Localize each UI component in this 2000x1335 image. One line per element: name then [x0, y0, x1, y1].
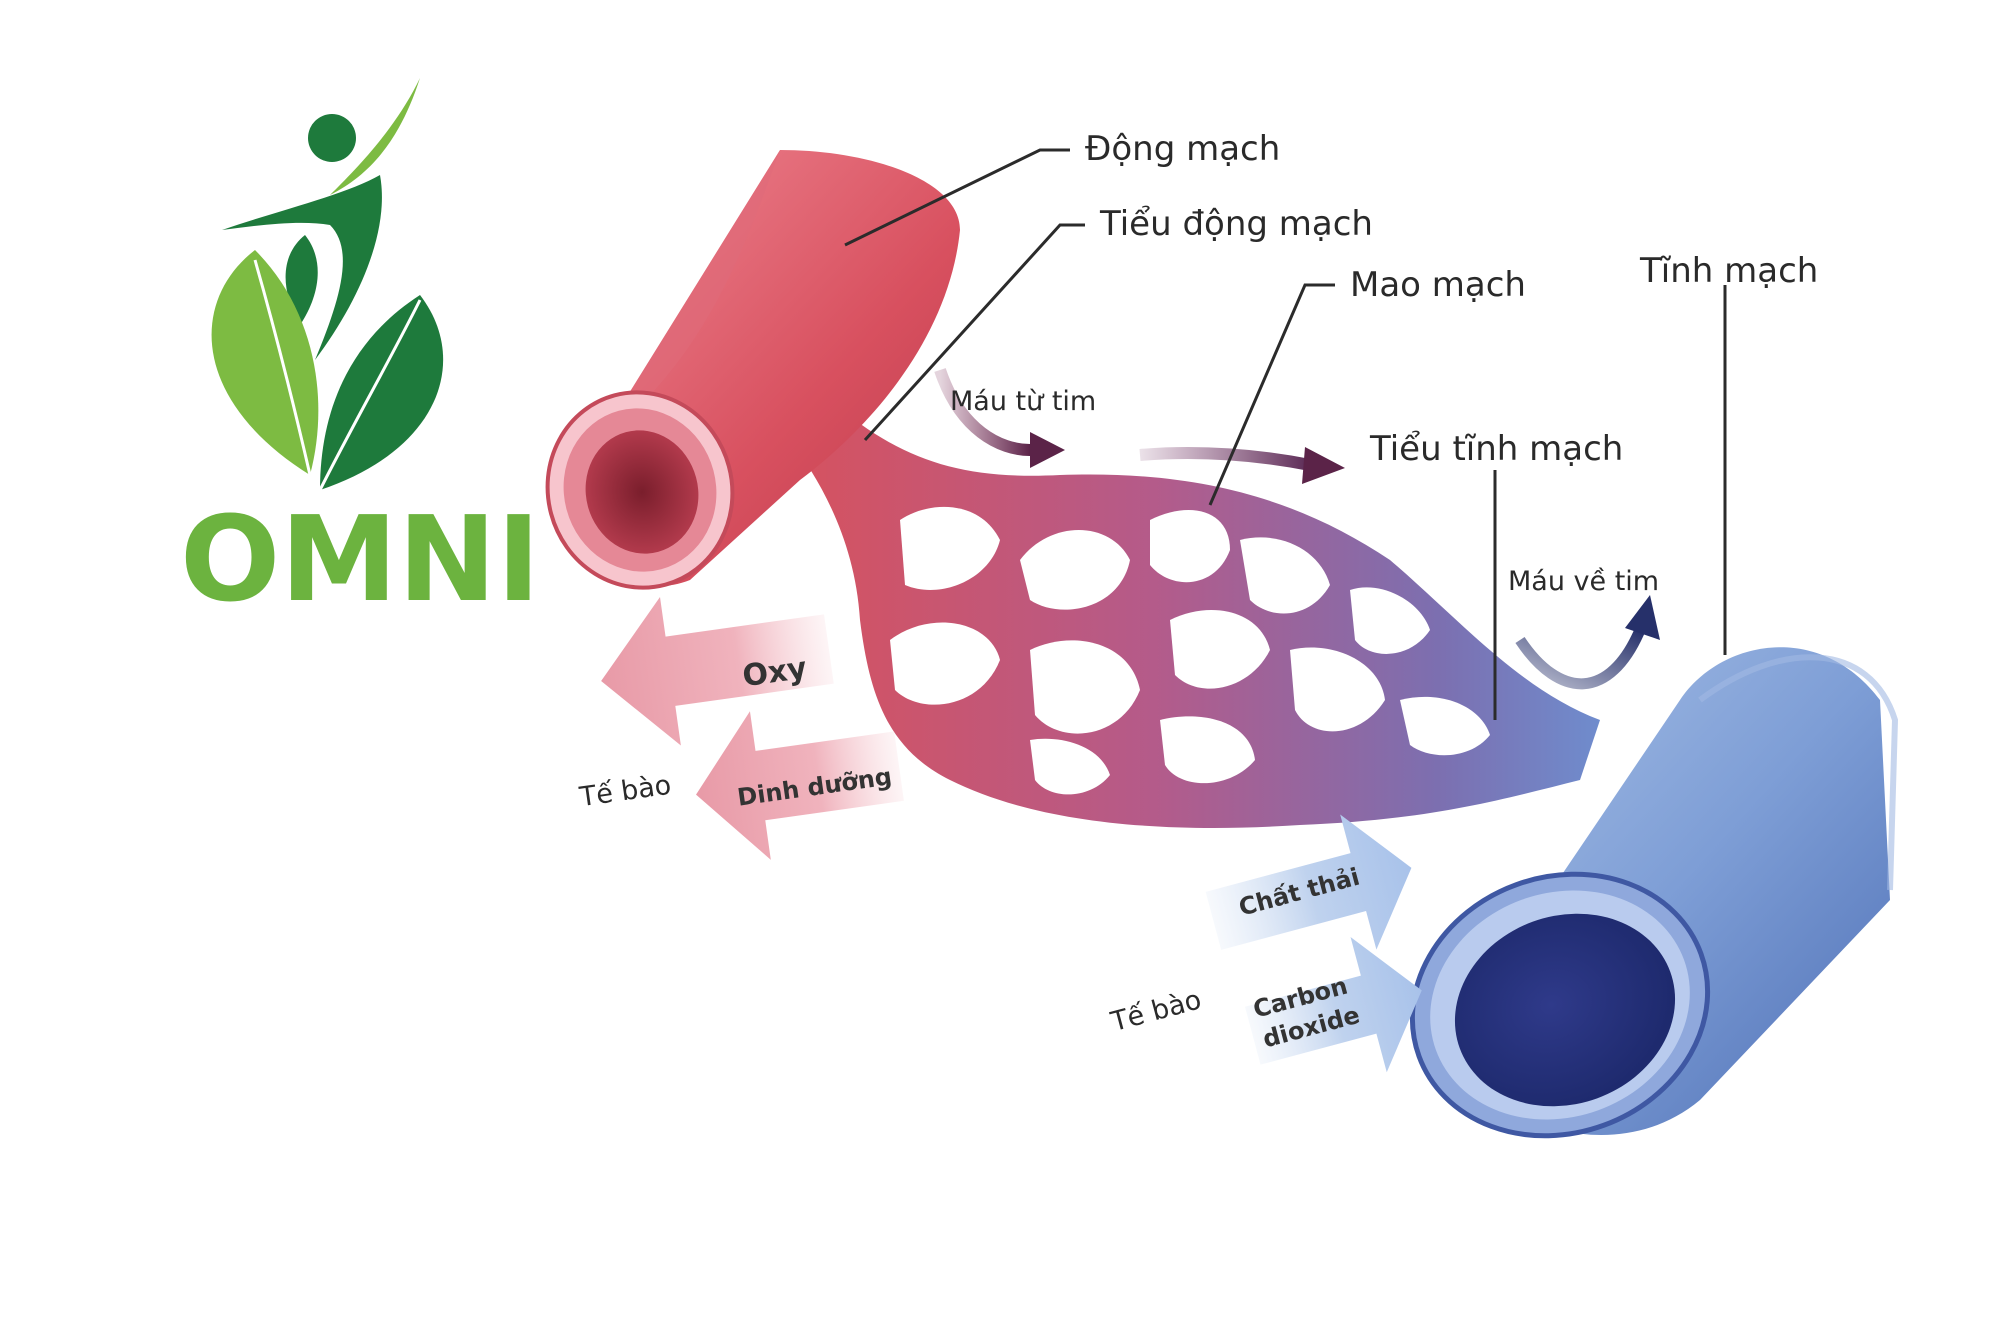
leader-artery — [844, 148, 1070, 247]
logo-left-leaf — [211, 250, 319, 475]
label-vein: Tĩnh mạch — [1639, 251, 1818, 291]
exchange-arrow-co2: Carbon dioxide — [1244, 937, 1422, 1073]
label-capillary: Mao mạch — [1350, 265, 1526, 305]
capillary-bed — [790, 400, 1600, 828]
logo-body-shape — [222, 175, 382, 360]
logo-text: OMNI — [180, 490, 540, 628]
vein — [1409, 647, 1899, 1139]
omni-logo: OMNI — [180, 78, 540, 628]
label-blood-from-heart: Máu từ tim — [950, 386, 1096, 417]
vein-lumen — [1454, 913, 1676, 1107]
logo-left-leaf-vein — [253, 259, 312, 476]
label-venule: Tiểu tĩnh mạch — [1369, 429, 1623, 469]
label-arteriole: Tiểu động mạch — [1099, 204, 1373, 244]
label-artery: Động mạch — [1085, 129, 1280, 169]
leader-arteriole — [863, 223, 1085, 442]
artery-lumen — [585, 430, 699, 554]
left-cell-label: Tế bào — [577, 770, 673, 814]
logo-head-shape — [308, 114, 356, 162]
artery — [545, 150, 960, 590]
logo-right-leaf-vein — [318, 299, 422, 491]
logo-small-leaf — [285, 235, 318, 325]
capillary-gaps — [890, 506, 1490, 795]
flow-arrow-capillary — [1139, 447, 1345, 484]
label-blood-to-heart: Máu về tim — [1508, 566, 1659, 597]
flow-arrow-from-heart — [934, 368, 1065, 468]
logo-right-leaf — [320, 295, 444, 490]
leader-capillary — [1208, 283, 1335, 506]
exchange-arrow-waste: Chất thải — [1205, 814, 1412, 950]
exchange-arrow-nutrients: Dinh dưỡng — [696, 711, 904, 860]
right-cell-label: Tế bào — [1107, 984, 1205, 1038]
exchange-arrow-oxy: Oxy — [601, 596, 834, 746]
flow-arrow-to-heart — [1515, 595, 1660, 690]
